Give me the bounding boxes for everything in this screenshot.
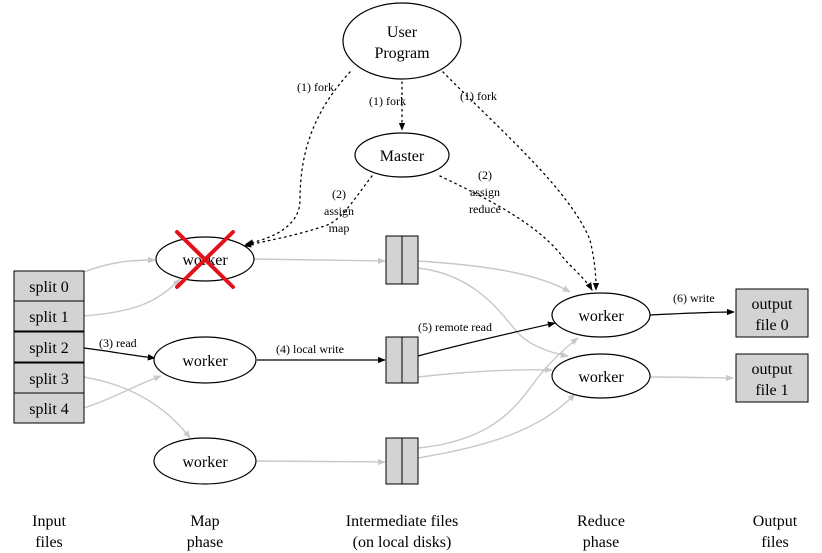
phase-reduce-line1: Reduce <box>577 513 625 530</box>
label-write: (6) write <box>673 291 715 305</box>
phase-input-line1: Input <box>32 513 66 530</box>
edge-remote-read <box>417 321 556 357</box>
phase-output-line1: Output <box>753 513 798 530</box>
map-worker-2: worker <box>153 336 257 384</box>
edge-mapworker3-to-file <box>256 458 386 466</box>
edge-fork-to-reduce-worker <box>442 71 600 291</box>
user-program-node: User Program <box>342 2 462 80</box>
output-file-1-line1: output <box>752 361 793 378</box>
edge-file1-to-reduce1 <box>417 260 571 293</box>
edge-fork-to-map-worker <box>245 71 351 246</box>
edge-split0-to-worker <box>83 256 156 273</box>
split-3: split 3 <box>13 362 85 394</box>
edge-file2-to-reduce2 <box>417 366 553 378</box>
label-local-write: (4) local write <box>276 342 344 356</box>
output-file-0-line2: file 0 <box>755 317 788 334</box>
master-node: Master <box>354 132 450 178</box>
reduce-worker-2: worker <box>551 353 651 399</box>
label-assign-map-3: map <box>329 221 350 235</box>
split-3-label: split 3 <box>29 371 69 388</box>
edge-split4-to-worker <box>83 376 191 439</box>
failure-cross-icon <box>175 230 235 289</box>
map-worker-3: worker <box>153 437 257 485</box>
label-assign-map-1: (2) <box>332 187 346 201</box>
split-1: split 1 <box>13 300 85 332</box>
phase-input-line2: files <box>35 534 63 551</box>
phase-output-line2: files <box>761 534 789 551</box>
label-fork-middle: (1) fork <box>369 94 406 108</box>
output-file-0-line1: output <box>752 296 793 313</box>
edge-split1-to-worker <box>83 278 181 317</box>
phase-labels: Input files Map phase Intermediate files… <box>32 513 798 551</box>
split-1-label: split 1 <box>29 309 69 326</box>
split-0-label: split 0 <box>29 279 69 296</box>
edge-file3-to-reduce1 <box>417 337 579 449</box>
edge-split3-to-worker <box>83 375 162 409</box>
label-remote-read: (5) remote read <box>418 320 492 334</box>
edge-split2-read <box>83 347 156 361</box>
label-assign-reduce-2: assign <box>470 185 500 199</box>
split-4: split 4 <box>13 392 85 424</box>
user-program-line2: Program <box>374 45 430 62</box>
edge-file1-to-reduce2 <box>417 267 569 358</box>
intermediate-file-1 <box>385 235 419 285</box>
output-file-1-line2: file 1 <box>755 382 788 399</box>
intermediate-file-3 <box>385 437 419 485</box>
map-worker-3-label: worker <box>182 454 228 471</box>
phase-map-line2: phase <box>187 534 223 551</box>
output-file-1: output file 1 <box>735 353 809 403</box>
phase-reduce-line2: phase <box>583 534 619 551</box>
edge-assign-map <box>243 175 373 248</box>
label-assign-reduce-1: (2) <box>478 168 492 182</box>
map-worker-2-label: worker <box>182 353 228 370</box>
split-2: split 2 <box>13 331 85 363</box>
intermediate-file-2 <box>385 336 419 384</box>
label-assign-map-2: assign <box>324 204 354 218</box>
user-program-line1: User <box>387 24 418 41</box>
reduce-worker-1: worker <box>551 292 651 338</box>
master-label: Master <box>380 148 425 165</box>
edge-assign-reduce <box>439 175 593 291</box>
reduce-worker-2-label: worker <box>578 369 624 386</box>
label-assign-reduce-3: reduce <box>469 202 501 216</box>
phase-intermediate-line1: Intermediate files <box>346 513 458 530</box>
input-splits: split 0 split 1 split 2 split 3 split 4 <box>13 270 85 424</box>
label-fork-left: (1) fork <box>297 80 334 94</box>
edge-write-output0 <box>649 308 735 316</box>
edge-reduce2-to-output1 <box>649 374 734 382</box>
output-file-0: output file 0 <box>735 288 809 338</box>
label-read: (3) read <box>99 336 137 350</box>
label-fork-right: (1) fork <box>460 89 497 103</box>
split-0: split 0 <box>13 270 85 302</box>
edge-file3-to-reduce2 <box>417 393 576 459</box>
reduce-worker-1-label: worker <box>578 308 624 325</box>
phase-map-line1: Map <box>190 513 219 530</box>
split-4-label: split 4 <box>29 401 69 418</box>
edge-mapworker1-to-file <box>253 257 386 265</box>
split-2-label: split 2 <box>29 340 69 357</box>
phase-intermediate-line2: (on local disks) <box>353 534 452 551</box>
